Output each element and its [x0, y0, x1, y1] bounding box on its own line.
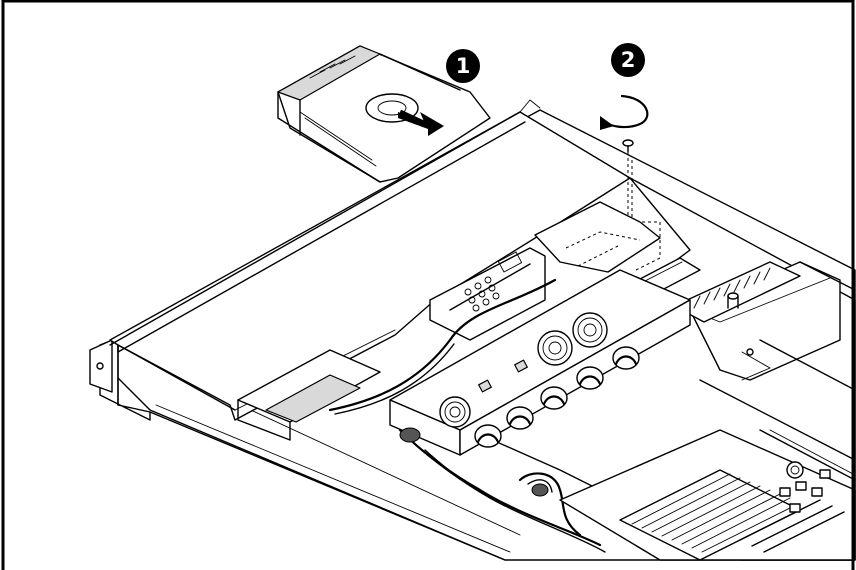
fan-assembly	[389, 269, 691, 456]
counterclockwise-rotation-arrow	[600, 94, 649, 130]
hard-drive-carrier	[277, 45, 491, 183]
step-callout-1: 1	[446, 49, 480, 83]
fan-row-lower	[474, 346, 640, 448]
step-callout-2: 2	[611, 43, 645, 77]
top-cover	[109, 99, 631, 421]
step-callout-2-label: 2	[621, 48, 636, 72]
fan-3	[572, 312, 608, 348]
step-callout-1-label: 1	[456, 54, 471, 78]
push-direction-arrow	[398, 109, 444, 136]
fan-2	[537, 330, 573, 366]
media-bay	[429, 247, 546, 341]
cables	[328, 278, 606, 553]
fan-1	[439, 396, 471, 428]
board-components	[779, 461, 831, 513]
system-board	[559, 429, 856, 561]
optical-drive-tray	[237, 349, 381, 441]
front-ear	[89, 339, 113, 393]
screw	[622, 139, 661, 271]
